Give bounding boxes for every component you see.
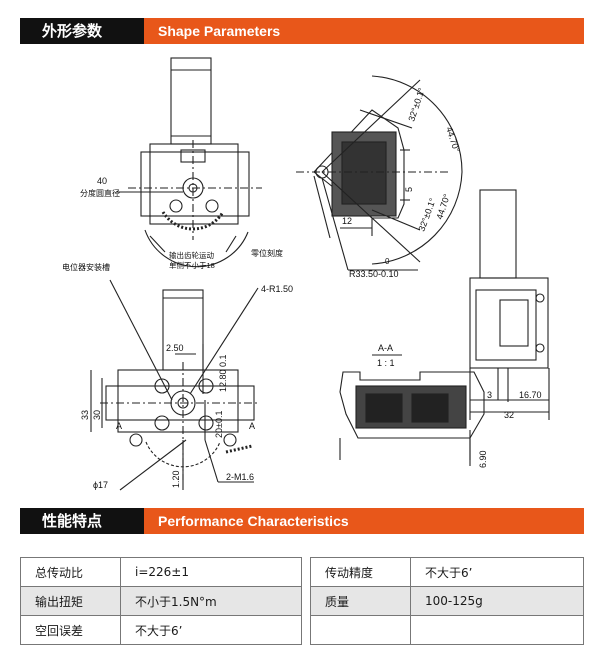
shape-parameters-header: 外形参数 Shape Parameters [20,18,584,44]
table-row: 总传动比 i=226±1 [20,557,302,587]
spec-label [310,615,411,645]
d1670-label: 16.70 [519,390,542,400]
section-a-left: A [116,421,122,431]
table-row: 空回误差 不大于6’ [20,615,302,645]
zero-scale-label: 零位刻度 [251,248,283,258]
shape-parameters-title-en: Shape Parameters [144,18,584,44]
spec-value: 不大于6’ [120,615,302,645]
d3-label: 3 [487,390,492,400]
performance-title-en: Performance Characteristics [144,508,584,534]
shape-drawing: 40 分度圆直径 输出齿轮运动 单侧不小于18 零位刻度 电位器安装槽 4-R1… [62,57,550,491]
spec-value: 不大于6’ [410,557,584,587]
shape-parameters-title-cn: 外形参数 [20,18,144,44]
table-row [310,615,584,645]
ang32a-label: 32°±0.1° [406,86,426,122]
pitch-dia-label: 分度圆直径 [80,188,120,198]
output-gear-label-2: 单侧不小于18 [169,260,215,270]
aa-label: A-A [378,343,393,353]
d12-label: 12 [342,216,352,226]
section-a-right: A [249,421,255,431]
performance-table-right: 传动精度 不大于6’ 质量 100-125g [310,557,584,645]
d5-label: 5 [404,187,414,192]
spec-label: 传动精度 [310,557,411,587]
ang4470a-label: 44.70° [444,126,462,154]
spec-value [410,615,584,645]
table-row: 质量 100-125g [310,586,584,616]
performance-title-cn: 性能特点 [20,508,144,534]
phi17-label: ϕ17 [93,480,108,490]
r150-label: 4-R1.50 [261,284,293,294]
spec-label: 输出扭矩 [20,586,121,616]
d32-label: 32 [504,410,514,420]
table-row: 传动精度 不大于6’ [310,557,584,587]
pot-slot-label: 电位器安装槽 [62,262,110,272]
r3350-tol: 0 [385,257,390,266]
spec-label: 质量 [310,586,411,616]
d250-label: 2.50 [166,343,184,353]
spec-label: 空回误差 [20,615,121,645]
d1280-label: 12.80 0.1 [218,354,228,392]
table-row: 输出扭矩 不小于1.5N°m [20,586,302,616]
spec-value: 不小于1.5N°m [120,586,302,616]
d120-label: 1.20 [171,470,181,488]
pitch-dia-value: 40 [97,176,107,186]
d20-label: 20±0.1 [214,411,224,438]
performance-header: 性能特点 Performance Characteristics [20,508,584,534]
spec-value: 100-125g [410,586,584,616]
d30-label: 30 [92,410,102,420]
output-gear-label-1: 输出齿轮运动 [169,250,214,260]
d33-label: 33 [80,410,90,420]
r3350-label: R33.50-0.10 [349,269,399,279]
d690-label: 6.90 [478,450,488,468]
m16-label: 2-M1.6 [226,472,254,482]
spec-label: 总传动比 [20,557,121,587]
spec-value: i=226±1 [120,557,302,587]
performance-table-left: 总传动比 i=226±1 输出扭矩 不小于1.5N°m 空回误差 不大于6’ [20,557,302,645]
aa-scale-label: 1 : 1 [377,358,395,368]
